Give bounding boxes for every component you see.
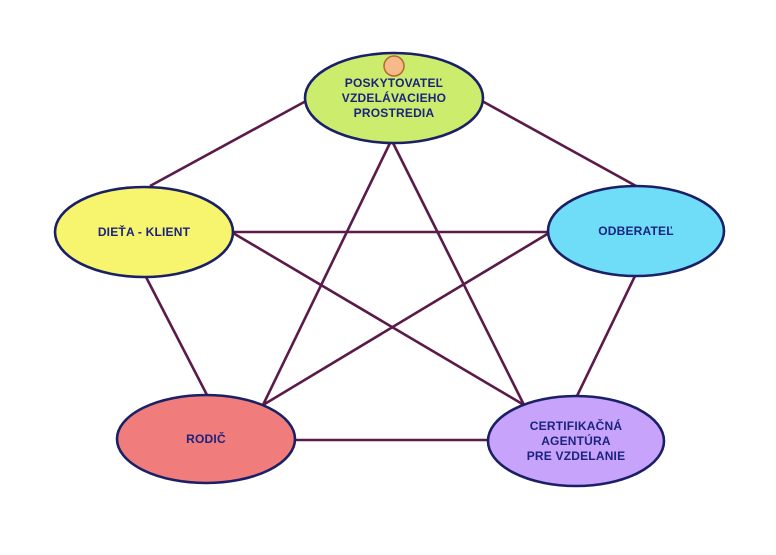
- node-provider-label-line: VZDELÁVACIEHO: [342, 90, 446, 105]
- marker-dot: [383, 55, 405, 77]
- node-agency-label-line: CERTIFIKAČNÁ: [530, 418, 623, 433]
- node-customer-ellipse: [546, 184, 726, 278]
- edges: [144, 99, 637, 442]
- node-provider-ellipse: [303, 51, 485, 145]
- edge-provider-agency: [391, 142, 526, 406]
- node-child-label-line: DIEŤA - KLIENT: [98, 224, 191, 239]
- edge-provider-customer: [481, 99, 637, 188]
- node-customer-label-line: ODBERATEĽ: [598, 224, 674, 238]
- edge-child-parent: [144, 276, 209, 396]
- node-agency-label-line: AGENTÚRA: [541, 433, 611, 448]
- node-provider-label-line: PROSTREDIA: [354, 106, 435, 120]
- node-agency-ellipse: [486, 394, 666, 488]
- node-child: DIEŤA - KLIENT: [53, 185, 235, 279]
- edge-provider-child: [149, 99, 307, 188]
- edge-child-agency: [232, 231, 525, 407]
- node-agency-label-line: PRE VZDELANIE: [527, 449, 626, 463]
- node-parent-ellipse: [115, 393, 297, 485]
- node-customer: ODBERATEĽ: [546, 184, 726, 278]
- edge-customer-agency: [575, 275, 637, 397]
- node-provider-label-line: POSKYTOVATEĽ: [345, 76, 443, 90]
- node-child-ellipse: [53, 185, 235, 279]
- edge-customer-parent: [262, 231, 550, 407]
- edge-provider-parent: [261, 142, 392, 406]
- node-parent: RODIČ: [115, 393, 297, 485]
- node-parent-label-line: RODIČ: [186, 431, 226, 446]
